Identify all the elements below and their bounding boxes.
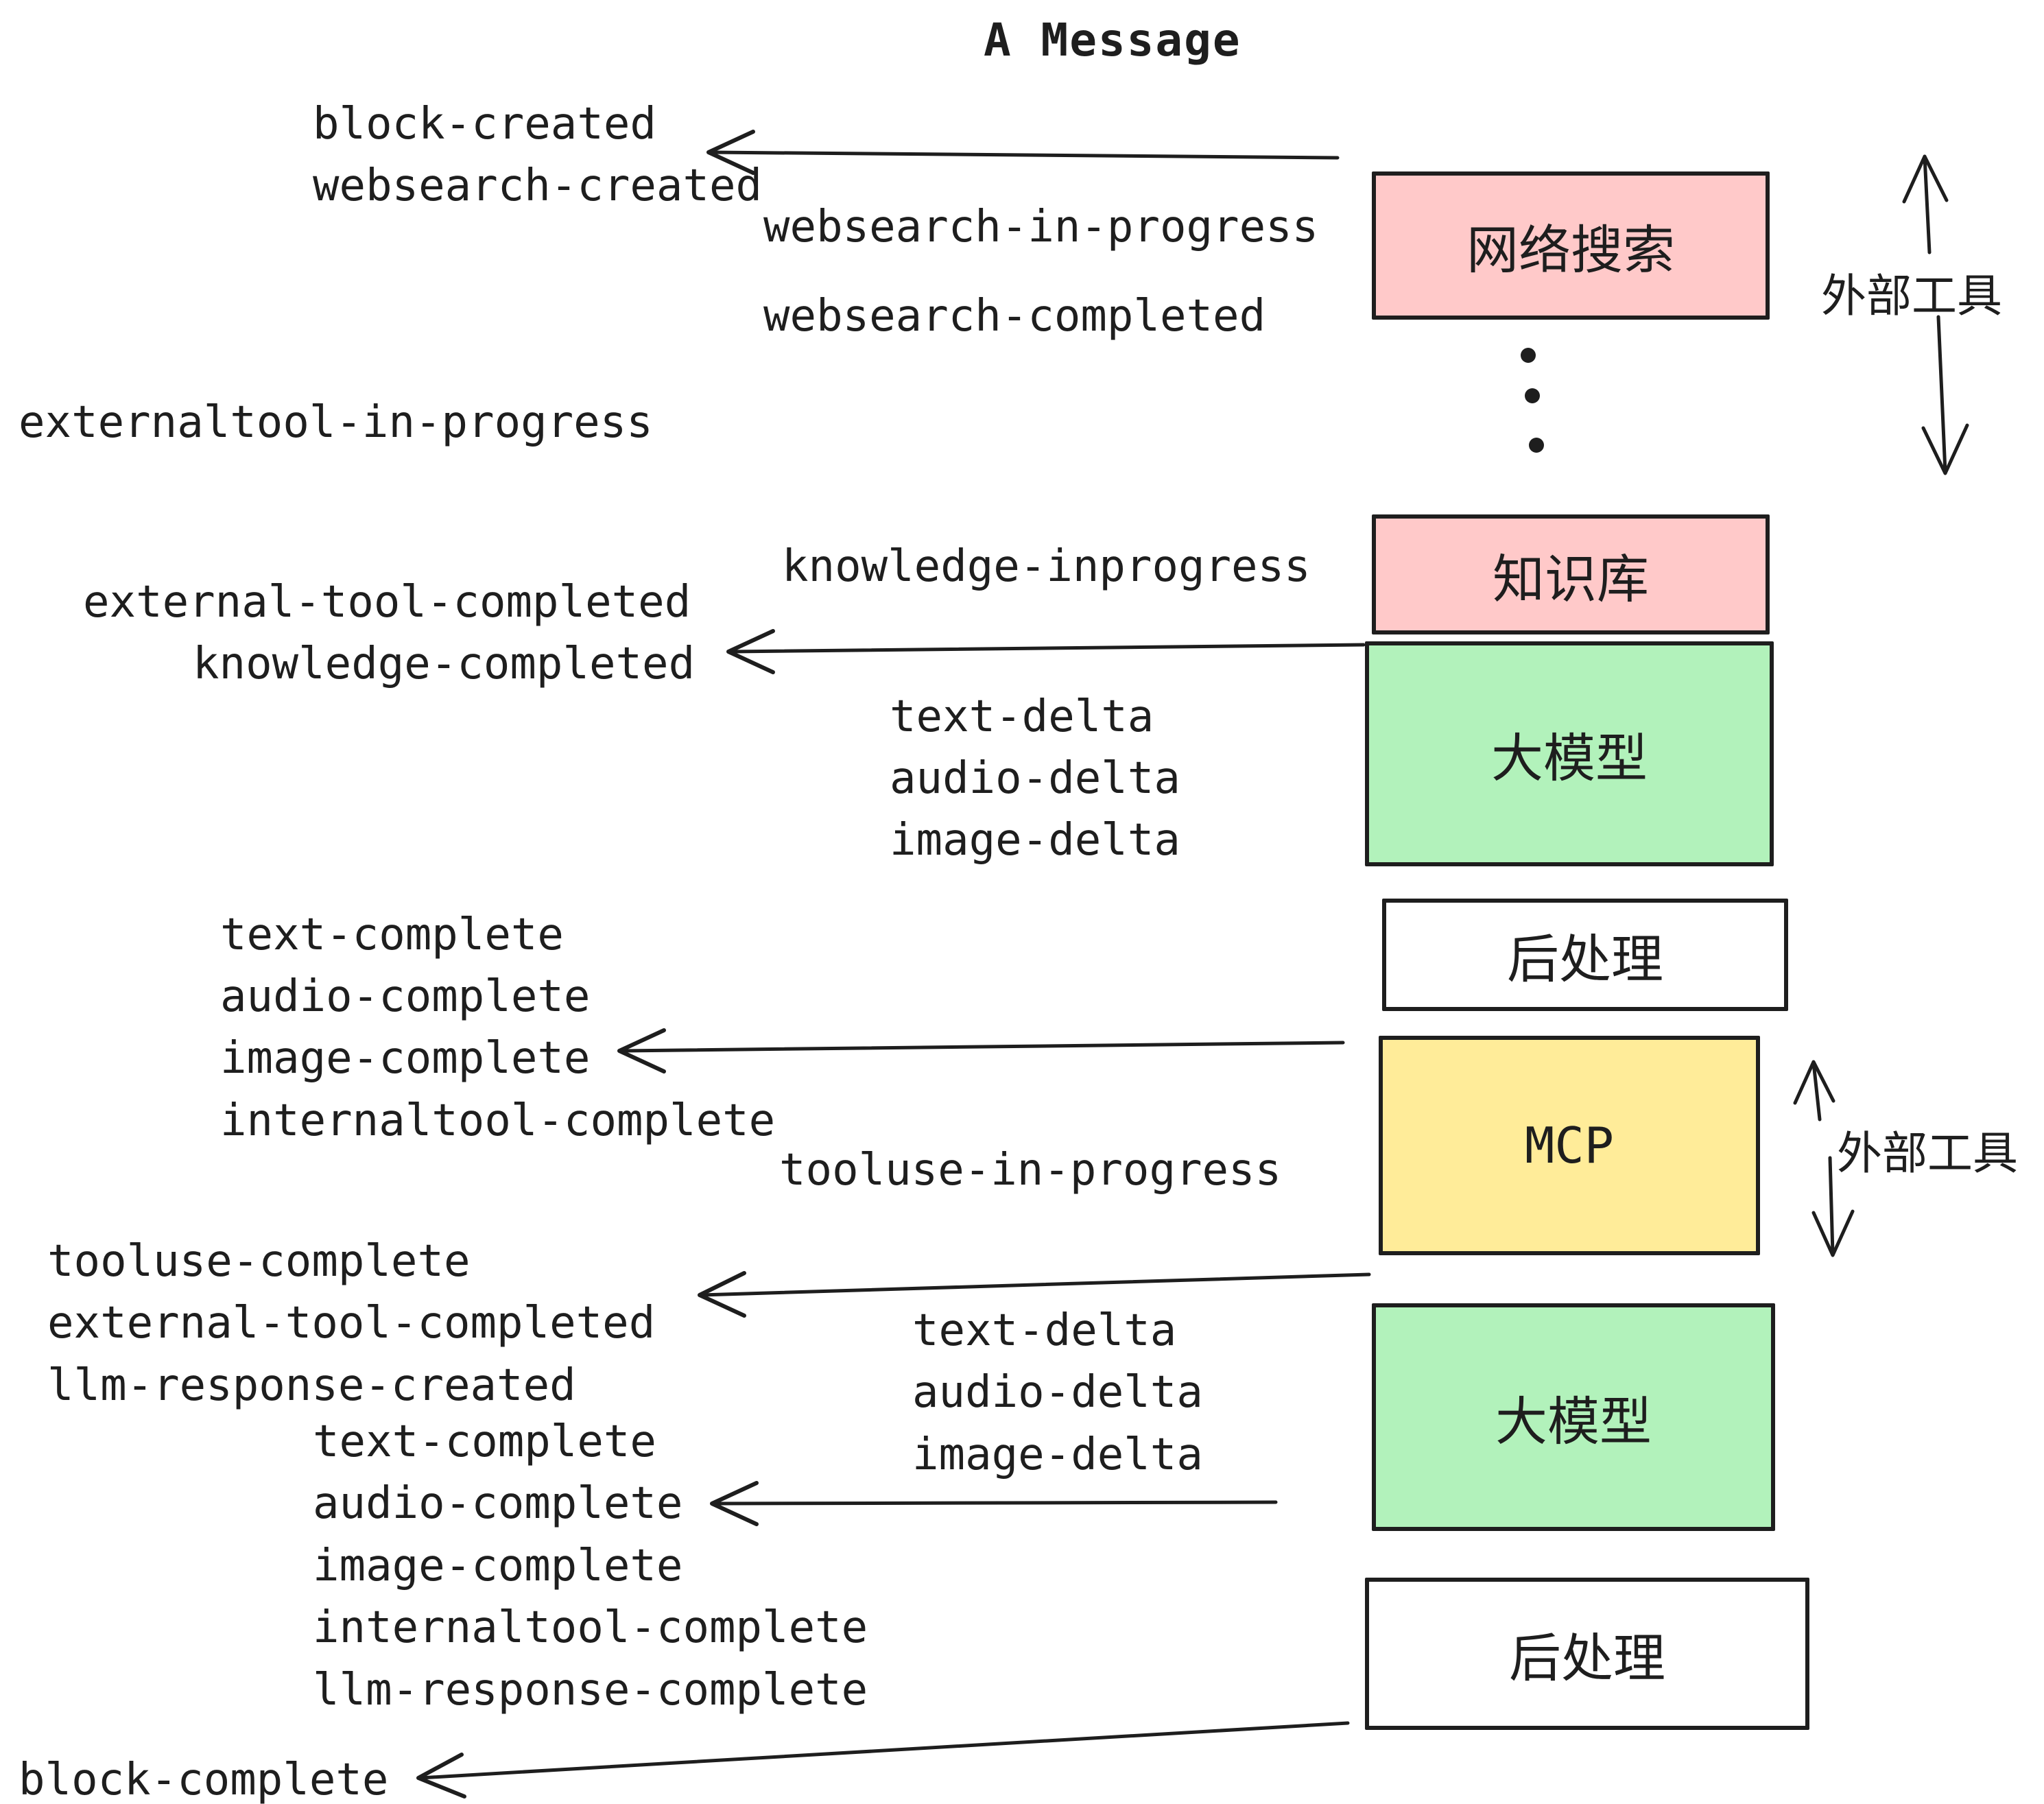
diagram-title: A Message: [984, 14, 1241, 67]
event-internaltool-complete-2: internaltool-complete: [313, 1602, 868, 1653]
event-llm-response-created: llm-response-created: [47, 1360, 576, 1411]
event-llm-response-complete: llm-response-complete: [313, 1665, 868, 1716]
box-post-2-label: 后处理: [1509, 1628, 1665, 1689]
arrow-internal-complete: [617, 1028, 1345, 1073]
event-audio-complete-1: audio-complete: [220, 971, 591, 1022]
box-knowledge: 知识库: [1372, 514, 1770, 634]
event-externaltool-in-progress: externaltool-in-progress: [19, 397, 653, 448]
box-post-1: 后处理: [1382, 899, 1788, 1011]
event-block-created: block-created: [313, 99, 656, 150]
box-websearch-label: 网络搜索: [1466, 219, 1675, 281]
event-audio-delta-1: audio-delta: [890, 753, 1180, 804]
event-text-complete-1: text-complete: [220, 910, 564, 960]
event-image-delta-2: image-delta: [912, 1429, 1203, 1480]
box-llm-2-label: 大模型: [1495, 1391, 1652, 1452]
annotation-external-tools-top: 外部工具: [1821, 270, 2002, 322]
event-tooluse-complete: tooluse-complete: [47, 1236, 471, 1287]
box-mcp: MCP: [1379, 1036, 1760, 1255]
event-internaltool-complete-1: internaltool-complete: [220, 1095, 776, 1146]
event-websearch-completed: websearch-completed: [763, 291, 1266, 342]
event-external-tool-completed-2: external-tool-completed: [47, 1298, 656, 1349]
event-image-complete-1: image-complete: [220, 1033, 591, 1084]
box-knowledge-label: 知识库: [1493, 548, 1649, 610]
event-tooluse-in-progress: tooluse-in-progress: [779, 1145, 1282, 1196]
box-mcp-label: MCP: [1524, 1117, 1615, 1174]
box-llm-2: 大模型: [1372, 1303, 1775, 1531]
event-knowledge-inprogress: knowledge-inprogress: [782, 541, 1311, 592]
arrow-llm-complete: [710, 1481, 1278, 1526]
event-external-tool-completed: external-tool-completed: [83, 577, 691, 628]
annotation-external-tools-mcp: 外部工具: [1837, 1127, 2018, 1180]
arrow-knowledge-completed: [726, 629, 1366, 674]
event-websearch-created: websearch-created: [313, 161, 763, 211]
event-audio-delta-2: audio-delta: [912, 1367, 1203, 1418]
arrow-websearch-created: [706, 130, 1340, 175]
event-knowledge-completed: knowledge-completed: [193, 639, 696, 689]
event-block-complete: block-complete: [19, 1755, 389, 1804]
box-websearch: 网络搜索: [1372, 171, 1770, 320]
event-text-complete-2: text-complete: [313, 1416, 656, 1467]
box-post-1-label: 后处理: [1507, 929, 1663, 990]
box-llm-1-label: 大模型: [1491, 728, 1648, 789]
event-image-delta-1: image-delta: [890, 815, 1180, 866]
event-text-delta-1: text-delta: [890, 691, 1154, 742]
event-text-delta-2: text-delta: [912, 1305, 1177, 1356]
event-image-complete-2: image-complete: [313, 1541, 683, 1591]
box-post-2: 后处理: [1365, 1578, 1809, 1730]
event-websearch-in-progress: websearch-in-progress: [763, 202, 1319, 252]
arrow-block-complete: [416, 1721, 1350, 1799]
box-llm-1: 大模型: [1365, 641, 1774, 866]
event-audio-complete-2: audio-complete: [313, 1478, 683, 1529]
ellipsis-dots: [1521, 348, 1544, 453]
